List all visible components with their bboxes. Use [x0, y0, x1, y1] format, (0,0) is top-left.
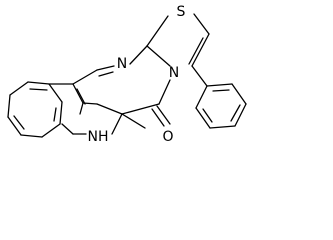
bond [231, 83, 247, 105]
bond [156, 105, 171, 125]
bond [96, 65, 115, 71]
double-bond [151, 108, 165, 127]
double-bond-inner [53, 107, 57, 122]
bond [158, 79, 171, 105]
bond [41, 123, 61, 138]
bond [48, 83, 63, 103]
double-bond-inner [202, 108, 213, 123]
bond [129, 45, 148, 65]
nitrogen-atom-label: N [117, 56, 127, 72]
bond [79, 102, 84, 115]
bond [7, 116, 22, 136]
phenyl-ring [191, 65, 247, 129]
atom-labels: N S N O NH [88, 4, 186, 145]
pyrrole-ring [48, 83, 86, 135]
bond [234, 103, 247, 127]
bond [72, 69, 98, 85]
bond [191, 33, 210, 67]
nitrogen-atom-label: N [169, 65, 179, 81]
double-bond-inner [29, 88, 48, 91]
bond [20, 134, 43, 138]
bond [191, 65, 208, 87]
bond [193, 13, 210, 35]
double-bond-inner [188, 37, 204, 65]
double-bond-inner [13, 115, 25, 130]
bond [111, 113, 123, 135]
thiazole-ring [146, 13, 210, 67]
bond [121, 113, 146, 129]
double-bond-inner [98, 71, 114, 77]
pyrimidinone-ring [72, 45, 171, 115]
bond [72, 83, 84, 104]
bond [195, 85, 208, 109]
carbonyl-group [151, 105, 171, 127]
bond [146, 45, 171, 67]
double-bond-inner [230, 104, 241, 122]
bond [82, 102, 98, 105]
bond [146, 15, 169, 47]
bond [61, 123, 74, 135]
nh-atom-label: NH [88, 129, 109, 145]
sulfur-atom-label: S [177, 4, 186, 20]
bond [59, 101, 63, 125]
bond [9, 81, 29, 96]
oxygen-atom-label: O [162, 129, 173, 145]
indole-nh-bonds [72, 113, 146, 135]
molecular-structure-drawing: N S N O NH [7, 4, 247, 145]
bond [96, 103, 123, 115]
bond [209, 125, 236, 129]
double-bond-inner [76, 88, 86, 105]
bond [121, 103, 160, 115]
double-bond-inner [212, 89, 230, 92]
bond [195, 107, 211, 129]
bond [27, 81, 50, 85]
benzene-ring-indole [7, 81, 63, 138]
bond [7, 94, 11, 118]
bond [206, 83, 233, 87]
